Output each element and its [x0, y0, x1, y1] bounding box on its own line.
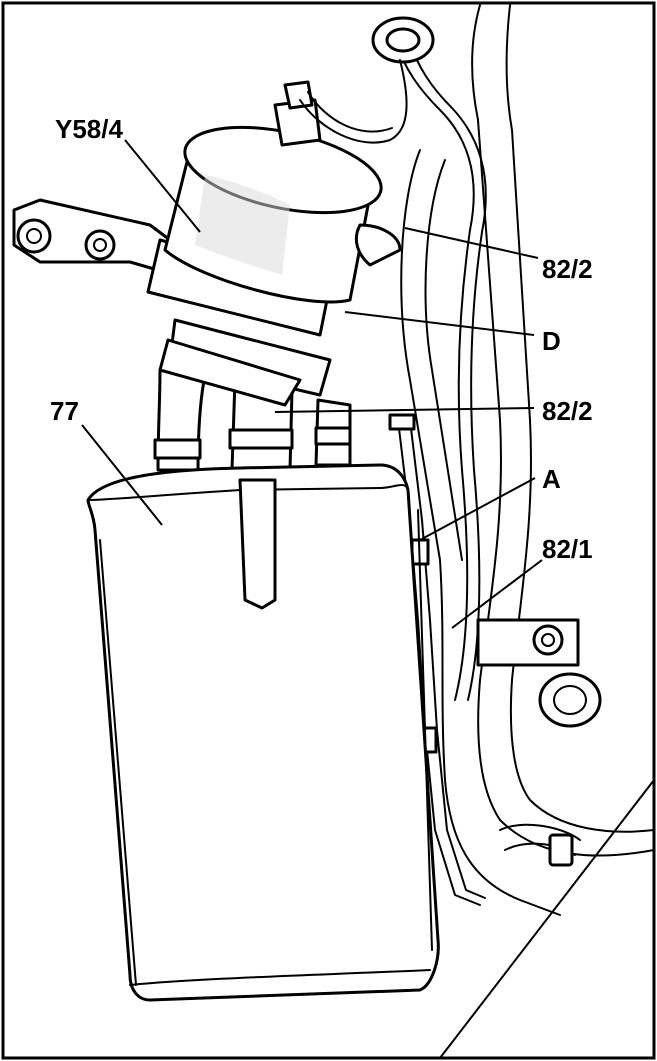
body-panel — [400, 4, 655, 1059]
callout-port: D — [542, 326, 561, 356]
grommet-top — [371, 16, 435, 64]
callout-line-a: A — [542, 464, 561, 494]
connecting-hoses — [153, 368, 352, 472]
callout-line-lower: 82/2 — [542, 396, 593, 426]
purge-line — [394, 37, 487, 701]
callout-valve: Y58/4 — [55, 114, 123, 144]
callout-line-upper: 82/2 — [542, 254, 593, 284]
canister — [86, 463, 440, 1002]
callout-line-purge: 82/1 — [542, 534, 593, 564]
right-bracket — [476, 618, 602, 728]
purge-valve — [146, 59, 408, 407]
leader-lines — [81, 139, 543, 629]
callout-canister: 77 — [50, 396, 79, 426]
